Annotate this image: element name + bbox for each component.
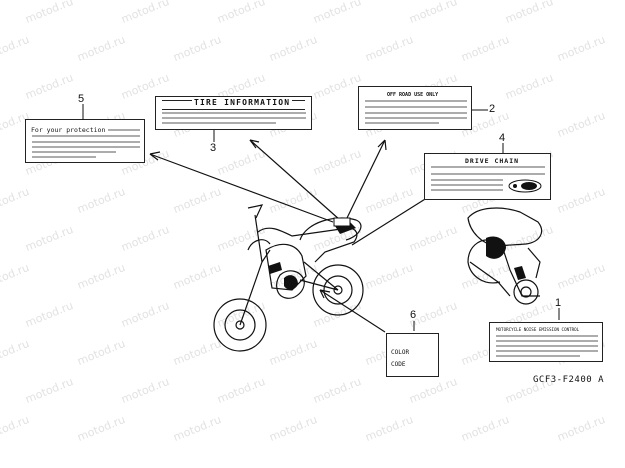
label-tire-information-lines	[162, 112, 306, 124]
callout-5-tick	[82, 104, 84, 120]
label-off-road-title: OFF ROAD USE ONLY	[387, 92, 439, 98]
callout-1-tick	[558, 308, 560, 320]
label-off-road-lines	[365, 100, 467, 124]
label-protection: For your protection	[25, 119, 145, 163]
leader-line-4	[351, 195, 431, 246]
callout-2-tick	[472, 109, 488, 111]
motorcycle-left-shading	[268, 222, 356, 290]
label-tire-information: TIRE INFORMATION	[155, 96, 312, 130]
label-drive-chain-lines	[431, 166, 545, 191]
callout-4-tick	[502, 143, 504, 153]
label-emission-lines	[496, 335, 598, 357]
label-noise-emission-control: MOTORCYCLE NOISE EMISSION CONTROL	[489, 322, 603, 362]
chain-adjuster-icon	[508, 179, 542, 193]
motorcycle-right-shading	[486, 236, 526, 280]
motorcycle-right	[467, 207, 543, 305]
callout-2: 2	[489, 103, 496, 115]
diagram-part-code: GCF3-F2400 A	[533, 375, 605, 385]
callout-6: 6	[410, 309, 417, 321]
callout-4: 4	[499, 132, 506, 144]
label-emission-title: MOTORCYCLE NOISE EMISSION CONTROL	[496, 327, 580, 332]
label-color-code-line1: COLOR	[391, 349, 410, 356]
label-drive-chain: DRIVE CHAIN	[424, 153, 551, 200]
callout-6-tick	[413, 321, 415, 331]
label-protection-title: For your protection	[31, 126, 106, 134]
label-color-code: COLOR CODE	[386, 333, 439, 377]
callout-3: 3	[210, 142, 217, 154]
label-color-code-line2: CODE	[391, 361, 406, 368]
label-drive-chain-title: DRIVE CHAIN	[465, 157, 520, 165]
callout-1: 1	[555, 297, 562, 309]
label-protection-lines	[32, 129, 140, 158]
callout-3-tick	[213, 130, 215, 142]
label-off-road-use-only: OFF ROAD USE ONLY	[358, 86, 472, 130]
callout-5: 5	[78, 93, 85, 105]
leader-line-3	[249, 139, 341, 221]
label-tire-information-title: TIRE INFORMATION	[192, 98, 293, 107]
leader-line-5	[149, 153, 334, 223]
leader-line-2	[346, 139, 386, 219]
